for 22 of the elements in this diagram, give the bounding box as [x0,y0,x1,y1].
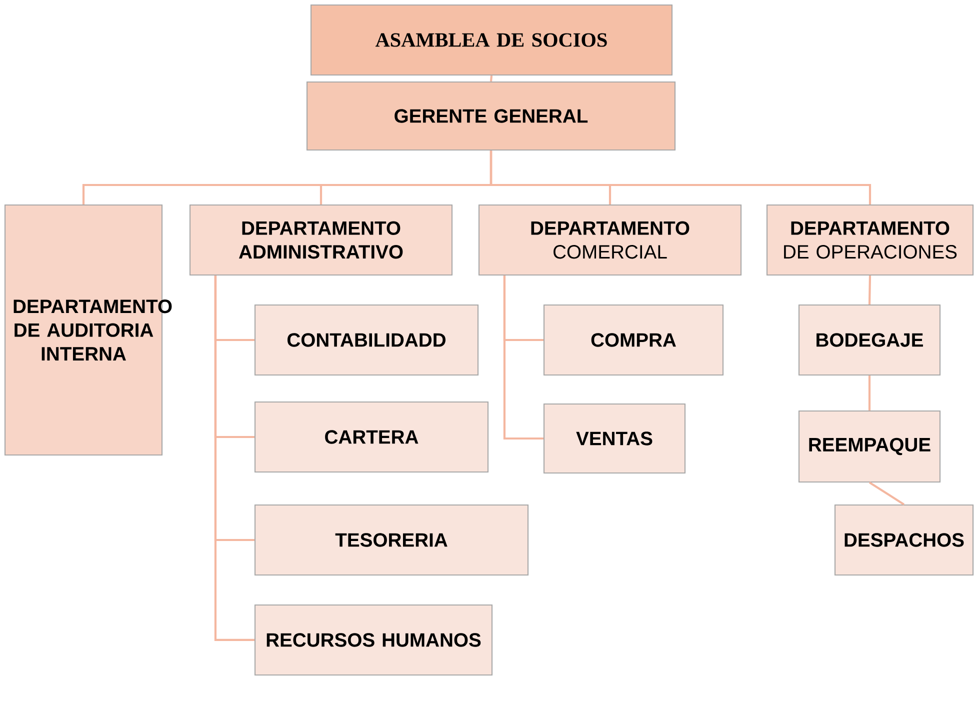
department-box: DEPARTAMENTO ADMINISTRATIVO [189,204,453,276]
unit-box: CONTABILIDADD [254,304,479,376]
unit-box: RECURSOS HUMANOS [254,604,493,676]
connector-line [868,482,905,506]
connector-line [868,376,871,410]
connector-line [214,276,254,642]
unit-box: DESPACHOS [834,504,974,576]
connector-line [503,276,544,440]
connector-line [868,276,872,304]
unit-box: BODEGAJE [798,304,941,376]
department-box: DEPARTAMENTO DE OPERACIONES [766,204,974,276]
connector-line [490,75,493,82]
unit-box: REEMPAQUE [798,410,941,483]
top-box: ASAMBLEA DE SOCIOS [310,4,673,76]
unit-box: CARTERA [254,401,489,473]
department-box: DEPARTAMENTO DE AUDITORIA INTERNA [4,204,172,456]
department-box: DEPARTAMENTO COMERCIAL [478,204,742,276]
unit-box: VENTAS [543,403,686,474]
manager-box: GERENTE GENERAL [306,81,676,151]
unit-box: TESORERIA [254,504,529,576]
unit-box: COMPRA [543,304,724,376]
connector-line [490,150,872,204]
